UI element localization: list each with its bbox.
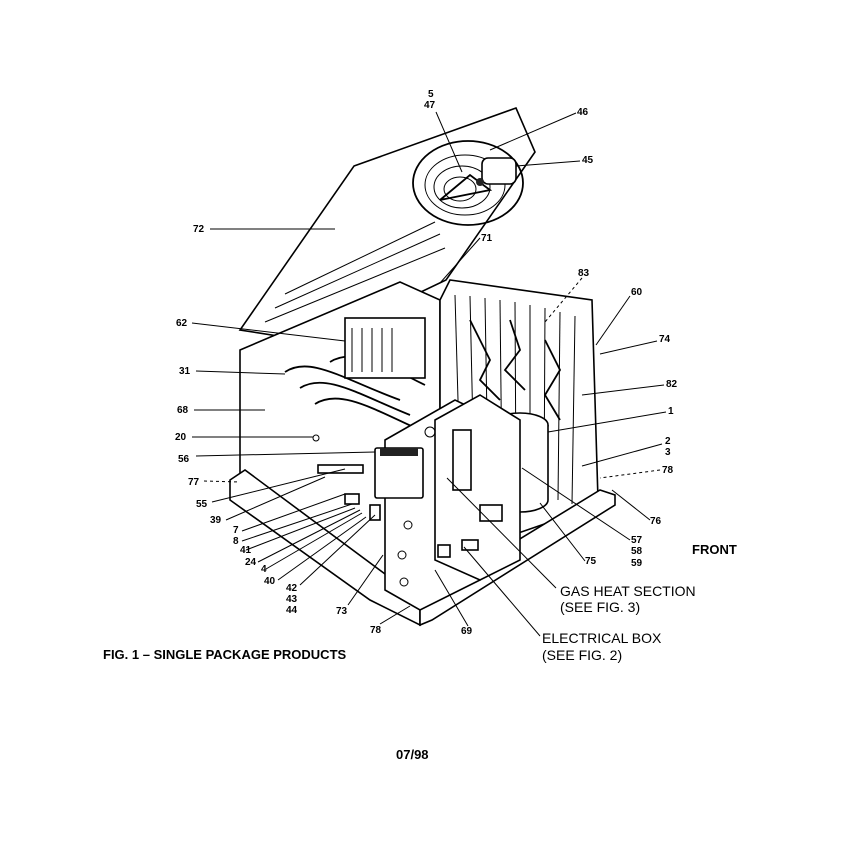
callout-73: 73 <box>336 606 348 617</box>
callout-20: 20 <box>175 432 187 443</box>
gas-heat-section-label: GAS HEAT SECTION <box>560 583 696 599</box>
figure-caption: FIG. 1 – SINGLE PACKAGE PRODUCTS <box>103 647 347 662</box>
callout-39: 39 <box>210 515 222 526</box>
callout-46: 46 <box>577 107 589 118</box>
electrical-box-label: ELECTRICAL BOX <box>542 630 662 646</box>
callout-78-right: 78 <box>662 465 674 476</box>
callout-40: 40 <box>264 576 276 587</box>
unit-illustration <box>229 106 616 627</box>
callout-8: 8 <box>233 536 239 547</box>
callout-83: 83 <box>578 268 590 279</box>
callout-44: 44 <box>286 605 298 616</box>
callout-55: 55 <box>196 499 208 510</box>
callout-69: 69 <box>461 626 473 637</box>
callout-82: 82 <box>666 379 678 390</box>
callout-72: 72 <box>193 224 205 235</box>
callout-47: 47 <box>424 100 436 111</box>
front-label: FRONT <box>692 542 737 557</box>
callout-31: 31 <box>179 366 191 377</box>
callout-59: 59 <box>631 558 643 569</box>
callout-74: 74 <box>659 334 671 345</box>
revision-date: 07/98 <box>396 747 429 762</box>
electrical-box-ref: (SEE FIG. 2) <box>542 647 622 663</box>
callout-75: 75 <box>585 556 597 567</box>
callout-45: 45 <box>582 155 594 166</box>
callout-43: 43 <box>286 594 298 605</box>
callout-labels: 5 47 46 45 72 71 83 60 74 62 82 31 1 68 … <box>175 89 678 637</box>
condenser-fan <box>412 140 524 226</box>
callout-58: 58 <box>631 546 643 557</box>
callout-7: 7 <box>233 525 239 536</box>
callout-76: 76 <box>650 516 662 527</box>
callout-42: 42 <box>286 583 298 594</box>
callout-2: 2 <box>665 436 671 447</box>
callout-57: 57 <box>631 535 643 546</box>
callout-71: 71 <box>481 233 493 244</box>
callout-1: 1 <box>668 406 674 417</box>
callout-77: 77 <box>188 477 200 488</box>
callout-24: 24 <box>245 557 257 568</box>
gas-heat-section-ref: (SEE FIG. 3) <box>560 599 640 615</box>
callout-4: 4 <box>261 564 267 575</box>
callout-78-bottom: 78 <box>370 625 382 636</box>
callout-68: 68 <box>177 405 189 416</box>
leader-lines <box>191 111 667 637</box>
callout-5: 5 <box>428 89 434 100</box>
section-references: GAS HEAT SECTION (SEE FIG. 3) ELECTRICAL… <box>542 583 696 663</box>
callout-62: 62 <box>176 318 188 329</box>
callout-41: 41 <box>240 545 252 556</box>
callout-56: 56 <box>178 454 190 465</box>
callout-60: 60 <box>631 287 643 298</box>
callout-3: 3 <box>665 447 671 458</box>
